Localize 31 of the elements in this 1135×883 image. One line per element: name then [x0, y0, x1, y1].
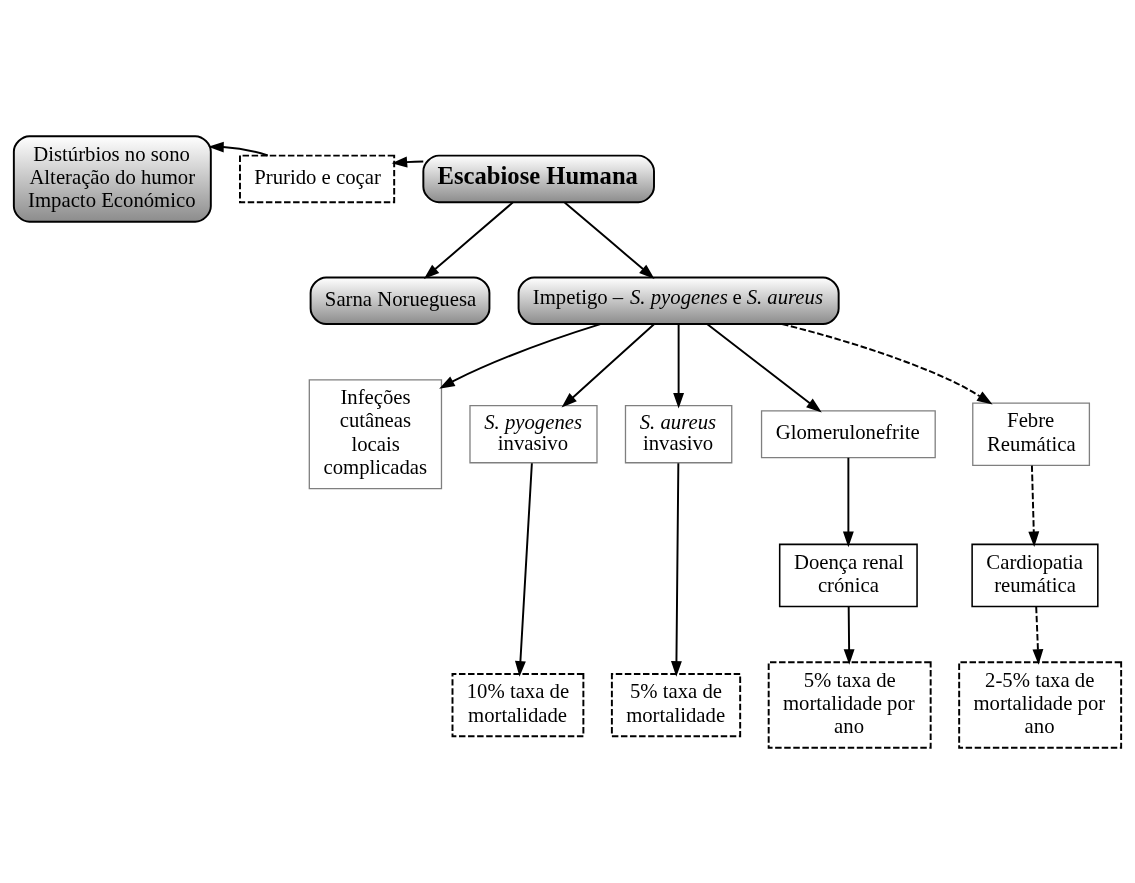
node-box: Prurido e coçar: [239, 154, 396, 203]
arrow: [563, 200, 655, 279]
arrow: [781, 322, 993, 404]
node-box: 2-5% taxa de mortalidade por ano: [958, 660, 1123, 749]
arrow: [423, 200, 514, 279]
node-box: Glomerulonefrite: [760, 409, 936, 458]
arrow: [706, 322, 822, 412]
arrow: [842, 456, 854, 547]
arrow: [514, 461, 533, 677]
node-box: Febre Reumática: [972, 402, 1091, 466]
node-box: 5% taxa de mortalidade: [610, 672, 742, 737]
node-box: 10% taxa de mortalidade: [451, 672, 585, 737]
node-box: Escabiose Humana: [422, 154, 655, 203]
arrow: [1028, 464, 1040, 547]
arrow: [1032, 605, 1044, 665]
node-box: Distúrbios no sono Alteração do humor Impacto Económico: [12, 134, 212, 223]
node-box: Infeções cutâneas locais complicadas: [308, 378, 443, 489]
node-box: Impetigo – S. pyogenes e S. aureus: [517, 275, 840, 325]
arrow: [391, 156, 425, 167]
node-box: Cardiopatia reumática: [971, 543, 1099, 607]
arrow: [561, 322, 655, 408]
arrow: [671, 461, 682, 677]
node-box: S. aureus invasivo: [624, 404, 733, 463]
node-box: S. pyogenes invasivo: [469, 404, 598, 463]
node-box: Doença renal crónica: [778, 543, 918, 607]
arrow: [673, 322, 685, 409]
arrow: [208, 141, 269, 156]
arrow: [439, 322, 602, 389]
node-box: 5% taxa de mortalidade por ano: [767, 660, 932, 749]
arrow: [843, 605, 855, 665]
node-box: Sarna Norueguesa: [309, 275, 491, 325]
